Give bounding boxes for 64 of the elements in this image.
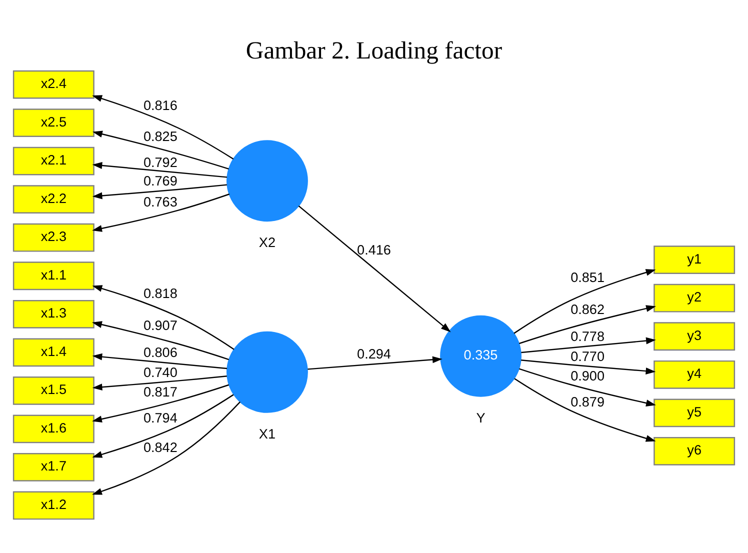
node-label: X1 bbox=[258, 426, 276, 442]
edge-label: 0.862 bbox=[570, 302, 605, 317]
node-label: X2 bbox=[258, 235, 276, 250]
node-box: x1.1 bbox=[12, 262, 94, 290]
arrow bbox=[518, 368, 656, 406]
arrow bbox=[92, 402, 241, 495]
node-box: y2 bbox=[654, 284, 736, 312]
arrow bbox=[92, 130, 229, 170]
edge-label: 0.294 bbox=[357, 346, 391, 362]
node-circle bbox=[226, 140, 308, 222]
edge-label: 0.825 bbox=[143, 129, 178, 144]
node-box: x1.6 bbox=[12, 414, 94, 444]
node-box: y3 bbox=[654, 322, 736, 351]
arrow bbox=[514, 269, 656, 334]
node-box: x2.2 bbox=[12, 185, 94, 214]
arrow bbox=[92, 285, 234, 350]
arrow bbox=[92, 184, 227, 200]
arrow bbox=[298, 205, 451, 332]
node-label: Y bbox=[476, 410, 486, 426]
arrow bbox=[521, 337, 656, 354]
node-circle bbox=[226, 331, 308, 413]
edge-label: 0.907 bbox=[143, 318, 178, 333]
arrow bbox=[92, 95, 234, 160]
node-box: x1.7 bbox=[12, 453, 94, 482]
arrow bbox=[92, 353, 228, 370]
edge-label: 0.416 bbox=[357, 242, 391, 258]
node-box: y6 bbox=[654, 436, 736, 466]
node-box: x1.5 bbox=[12, 376, 94, 405]
diagram-title: Gambar 2. Loading factor bbox=[246, 38, 502, 65]
edge-label: 0.818 bbox=[143, 286, 178, 301]
edge-label: 0.851 bbox=[570, 270, 605, 285]
edge-label: 0.817 bbox=[143, 384, 178, 400]
edge-label: 0.816 bbox=[143, 98, 178, 114]
node-box: x1.4 bbox=[12, 338, 94, 367]
arrow bbox=[92, 376, 227, 391]
arrow bbox=[92, 384, 230, 422]
arrow bbox=[521, 359, 656, 374]
edge-label: 0.806 bbox=[143, 345, 178, 360]
node-box: x2.5 bbox=[12, 108, 94, 138]
arrow bbox=[92, 321, 229, 360]
arrow bbox=[92, 162, 228, 178]
edge-label: 0.900 bbox=[570, 368, 605, 384]
edge-label: 0.740 bbox=[143, 364, 178, 380]
edge-label: 0.879 bbox=[570, 394, 605, 410]
node-box: x2.1 bbox=[12, 146, 94, 176]
arrow bbox=[514, 378, 656, 442]
edge-label: 0.794 bbox=[143, 410, 178, 426]
edge-label: 0.842 bbox=[143, 440, 178, 456]
edge-label: 0.778 bbox=[570, 329, 605, 344]
arrow bbox=[92, 394, 234, 458]
edge-label: 0.769 bbox=[143, 174, 178, 189]
node-box: y1 bbox=[654, 246, 736, 274]
arrow bbox=[308, 356, 442, 370]
edge-label: 0.770 bbox=[570, 348, 605, 364]
arrow bbox=[519, 305, 656, 344]
arrow bbox=[92, 194, 230, 232]
node-box: y4 bbox=[654, 360, 736, 389]
edge-label: 0.763 bbox=[143, 194, 178, 210]
node-box: x2.3 bbox=[12, 223, 94, 252]
node-box: x1.3 bbox=[12, 300, 94, 328]
edge-label: 0.792 bbox=[143, 155, 178, 170]
node-box: x1.2 bbox=[12, 491, 94, 520]
node-box: y5 bbox=[654, 398, 736, 428]
node-box: x2.4 bbox=[12, 70, 94, 99]
